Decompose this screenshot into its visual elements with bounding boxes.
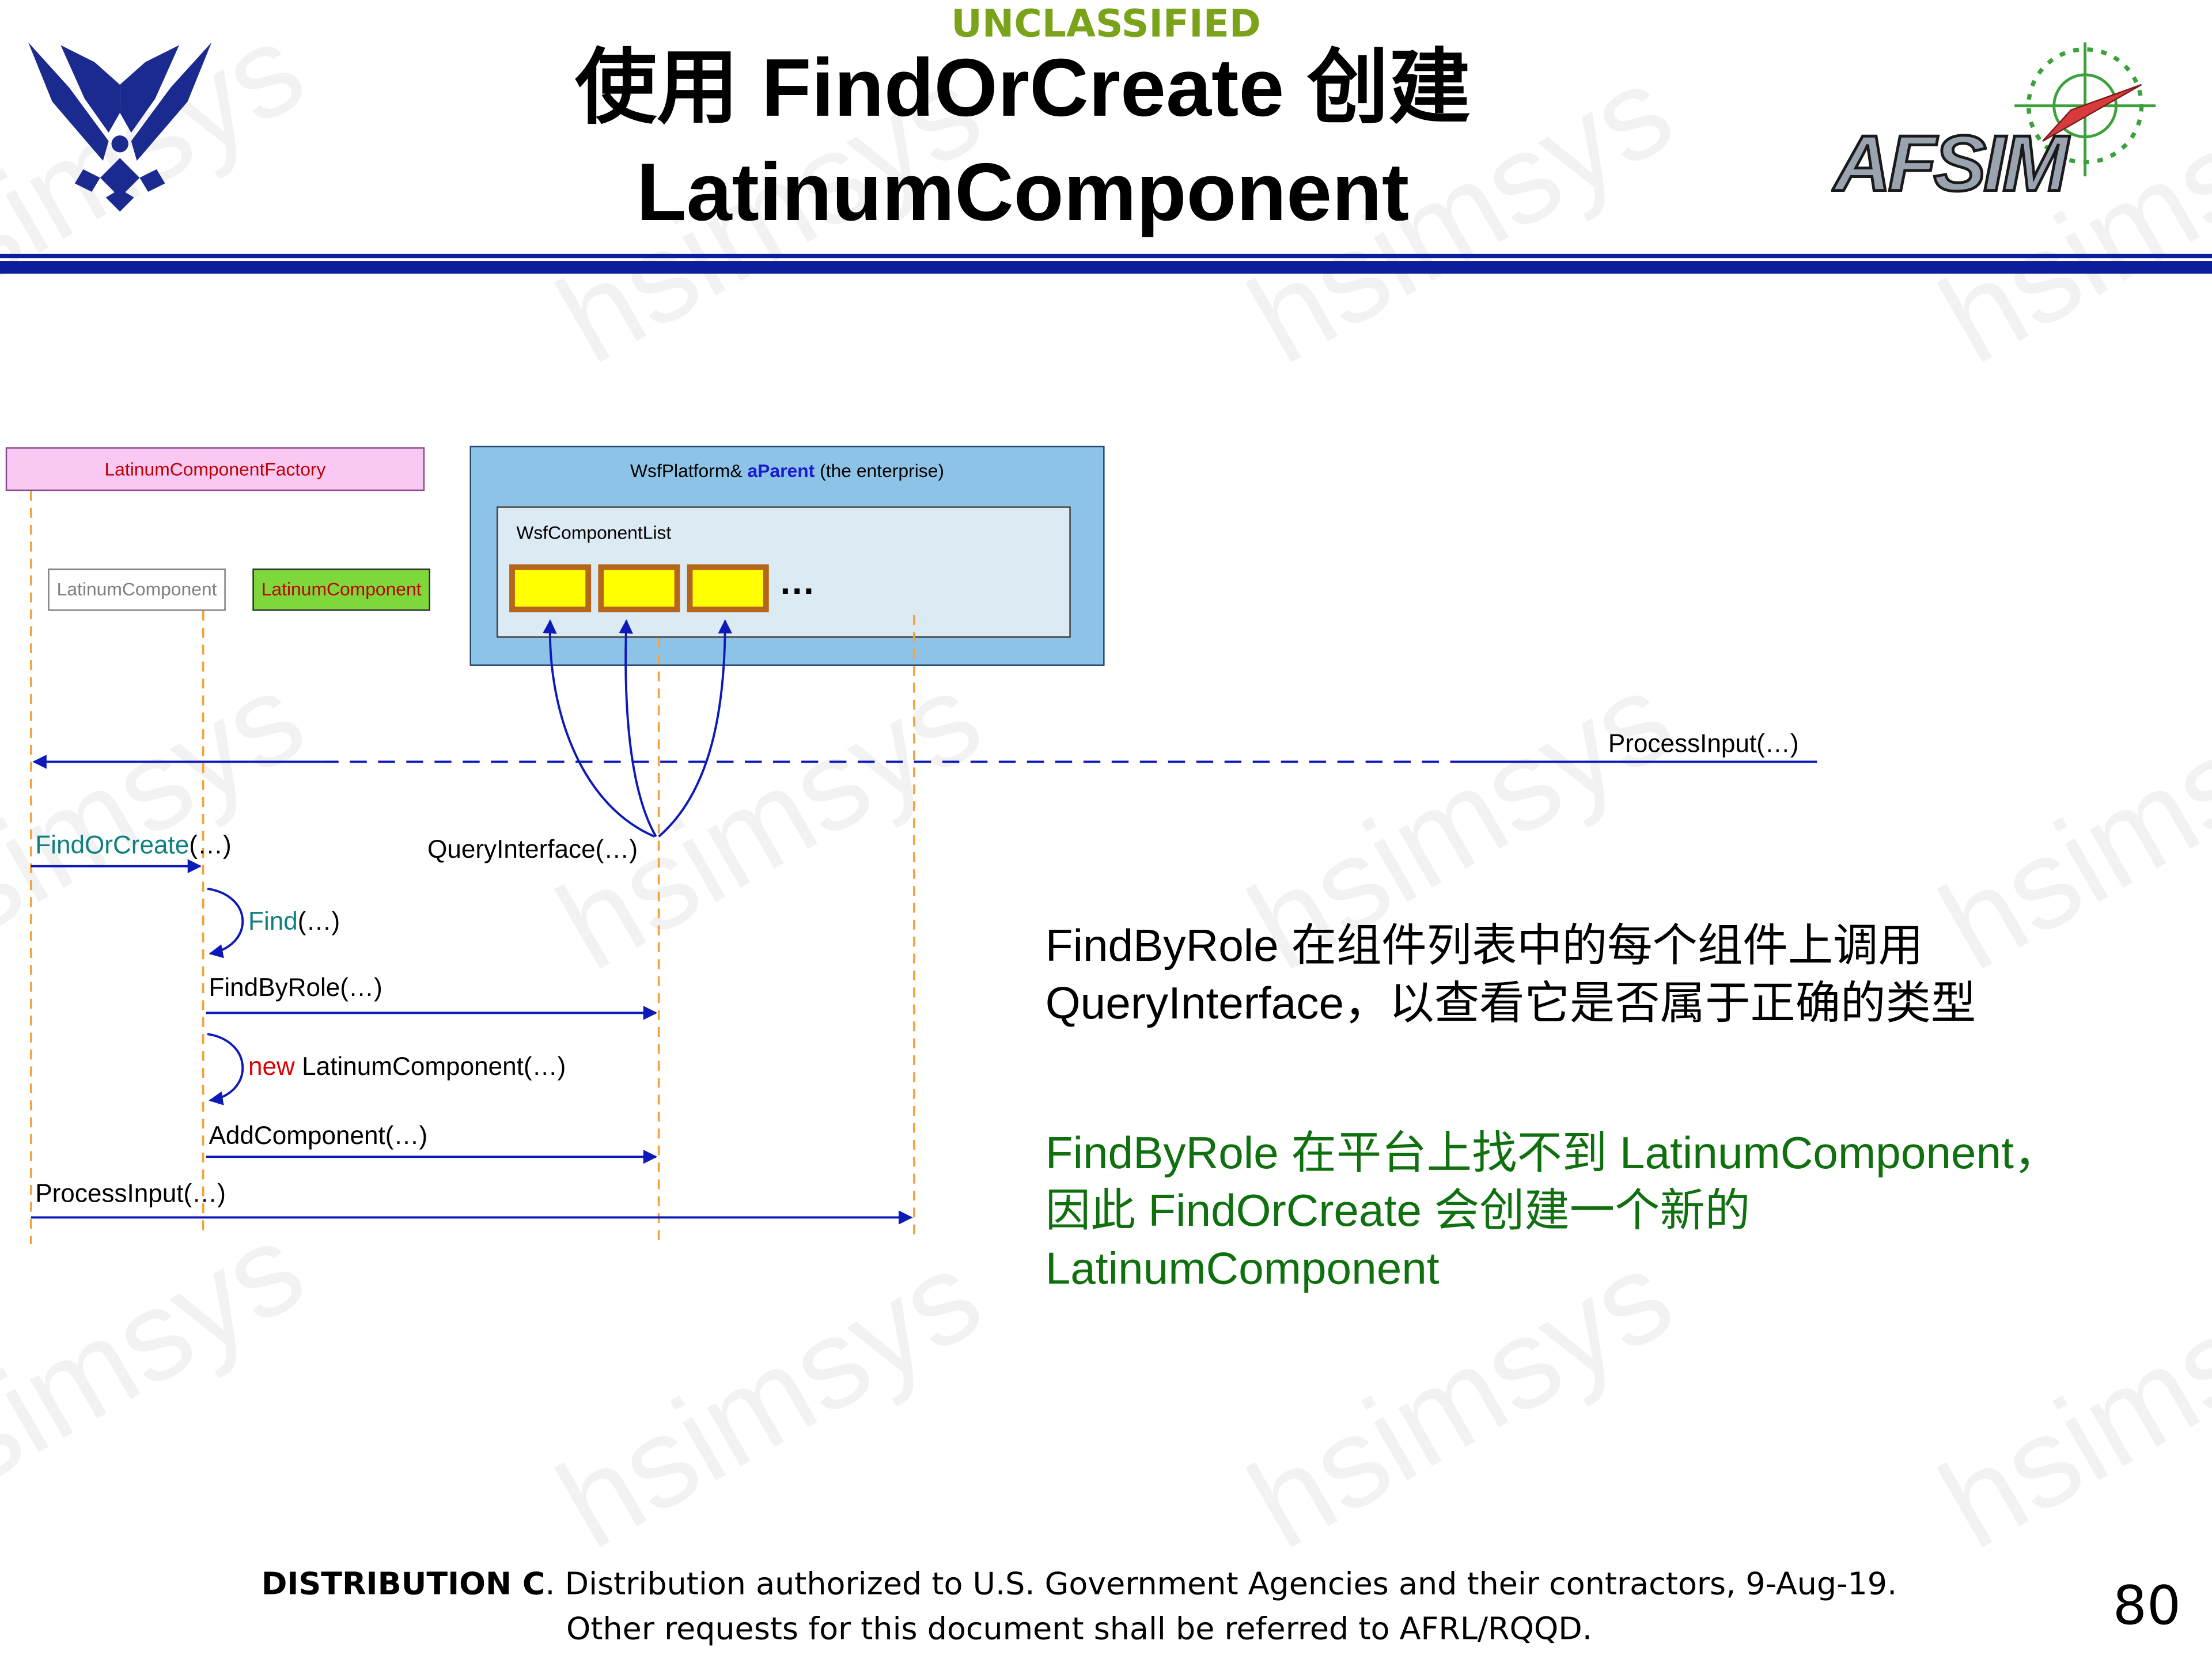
query-interface-arrow [543, 619, 656, 838]
msg-find: Find(…) [248, 907, 340, 937]
find-args: (…) [297, 907, 340, 935]
msg-process-input-top: ProcessInput(…) [1608, 729, 1799, 758]
platform-label: WsfPlatform& aParent (the enterprise) [471, 460, 1103, 481]
note-find-or-create: FindByRole 在平台上找不到 LatinumComponent， 因此 … [1046, 1124, 2059, 1298]
msg-query-interface: QueryInterface(…) [427, 835, 638, 863]
platform-type: WsfPlatform& [630, 460, 748, 482]
component-slot [687, 564, 769, 612]
air-force-logo [28, 42, 212, 212]
platform-suffix: (the enterprise) [815, 460, 945, 482]
afsim-logo-text: AFSIM [1832, 120, 2070, 208]
find-or-create-name: FindOrCreate [35, 831, 190, 859]
msg-find-or-create: FindOrCreate(…) [35, 831, 232, 860]
note1-line1: FindByRole 在组件列表中的每个组件上调用 [1045, 919, 1923, 971]
distribution-statement: DISTRIBUTION C. Distribution authorized … [169, 1563, 1989, 1653]
new-keyword: new [248, 1052, 295, 1081]
component-slot [598, 564, 680, 612]
component-list-label: WsfComponentList [516, 522, 672, 543]
latinum-component-box-existing: LatinumComponent [48, 568, 226, 611]
title-line-2: LatinumComponent [636, 146, 1410, 238]
note-find-by-role: FindByRole 在组件列表中的每个组件上调用 QueryInterface… [1046, 917, 1976, 1033]
msg-find-by-role: FindByRole(…) [209, 973, 382, 1002]
latinum-component-factory-box: LatinumComponentFactory [5, 447, 425, 491]
classification-banner: UNCLASSIFIED [951, 2, 1261, 47]
new-component-self-arrow [207, 1033, 244, 1105]
afsim-logo: AFSIM [1831, 42, 2156, 209]
find-or-create-args: (…) [189, 831, 232, 859]
distribution-line2: Other requests for this document shall b… [566, 1612, 1592, 1648]
platform-param: aParent [747, 460, 815, 482]
title-divider-thin [0, 253, 2212, 259]
find-self-arrow [207, 887, 244, 959]
distribution-line1: DISTRIBUTION C. Distribution authorized … [169, 1563, 1989, 1608]
page-number: 80 [2112, 1574, 2181, 1637]
distribution-text: . Distribution authorized to U.S. Govern… [545, 1567, 1897, 1603]
page-title: 使用 FindOrCreate 创建 LatinumComponent [282, 37, 1763, 245]
note2-line3: LatinumComponent [1045, 1243, 1440, 1294]
find-name: Find [248, 907, 298, 935]
title-line-1: 使用 FindOrCreate 创建 [575, 42, 1471, 134]
component-slot [509, 564, 592, 612]
msg-add-component: AddComponent(…) [209, 1121, 428, 1150]
latinum-component-box-new: LatinumComponent [252, 568, 430, 611]
query-interface-arrow [658, 619, 733, 838]
note1-line2: QueryInterface，以查看它是否属于正确的类型 [1045, 978, 1976, 1029]
note2-line1: FindByRole 在平台上找不到 LatinumComponent， [1045, 1127, 2059, 1178]
new-component-call: LatinumComponent(…) [294, 1052, 566, 1081]
list-ellipsis: … [778, 560, 819, 603]
title-divider [0, 261, 2212, 274]
distribution-label: DISTRIBUTION C [261, 1567, 546, 1603]
msg-new-component: new LatinumComponent(…) [248, 1052, 566, 1082]
query-interface-arrow [619, 619, 657, 838]
wsf-component-list-box: WsfComponentList [497, 506, 1071, 638]
note2-line2: 因此 FindOrCreate 会创建一个新的 [1045, 1185, 1751, 1236]
msg-process-input-bottom: ProcessInput(…) [35, 1179, 226, 1208]
